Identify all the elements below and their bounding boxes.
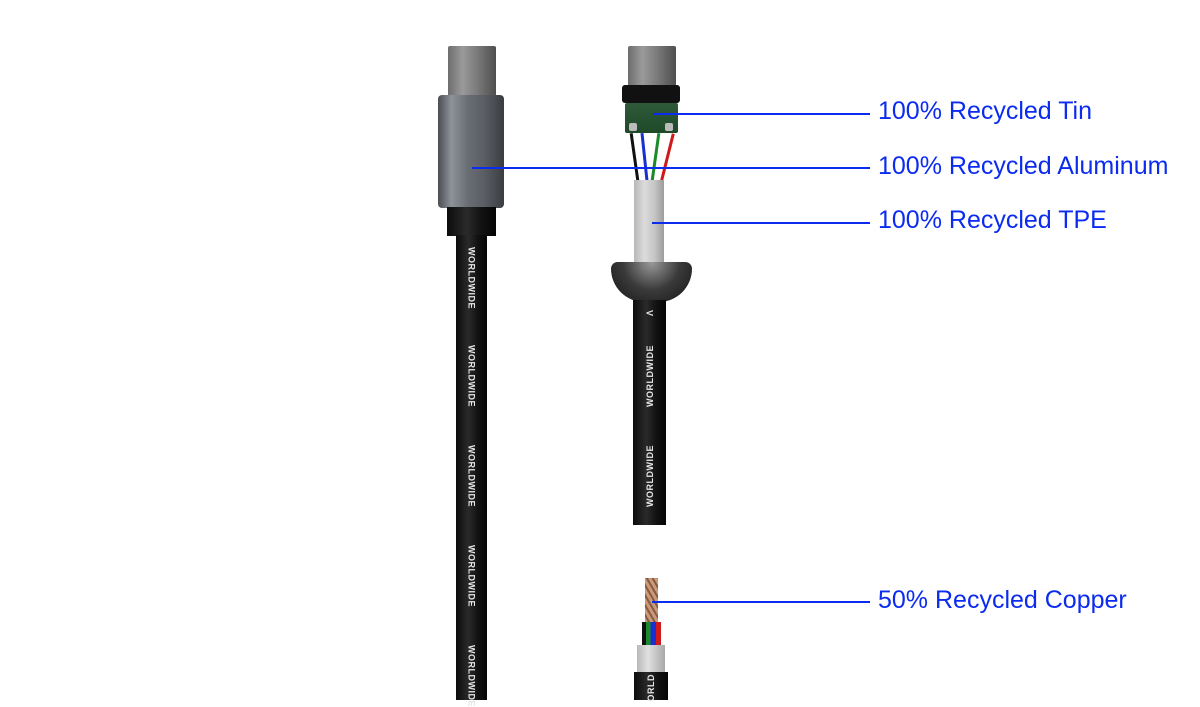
copper-label: 50% Recycled Copper [878,586,1127,614]
tpe-leader-line [652,222,870,224]
wire-green [650,133,661,181]
braided-cable: WORLDWIDE WORLDWIDE WORLDWIDE WORLDWIDE … [456,235,487,707]
cable-print: WORLDWIDE [466,247,477,309]
cable-print: V [644,310,655,317]
wire-black [629,133,640,181]
cable-print: WORLDWIDE [466,445,477,507]
tpe-label: 100% Recycled TPE [878,206,1107,234]
pcb-board [625,103,678,133]
solder-pad [665,123,673,131]
wire-blue [640,132,649,182]
copper-core [645,578,658,623]
plug-collar [622,85,680,103]
tin-leader-line [653,113,870,115]
cable-print: WORLDWIDE [644,345,655,407]
solder-pad [629,123,637,131]
colored-wires [642,622,661,646]
tpe-jacket [637,645,665,673]
cable-print: WORLDWIDE [644,445,655,507]
cable-print: WORLDWIDE [466,545,477,607]
copper-leader-line [652,601,870,603]
usb-c-plug [628,46,676,86]
strain-relief [447,207,496,236]
wire-red [660,133,675,181]
cable-print: WORLDWIDE [466,645,477,707]
aluminum-leader-line [472,167,870,169]
braided-cable: ORLD [634,672,668,702]
aluminum-housing [438,95,504,208]
cable-print: WORLDWIDE [466,345,477,407]
usb-c-plug [448,46,496,96]
braid-flare [611,262,692,302]
braided-cable: V WORLDWIDE WORLDWIDE [633,300,666,525]
cable-print: ORLD [646,674,656,702]
aluminum-label: 100% Recycled Aluminum [878,152,1169,180]
tin-label: 100% Recycled Tin [878,97,1093,125]
